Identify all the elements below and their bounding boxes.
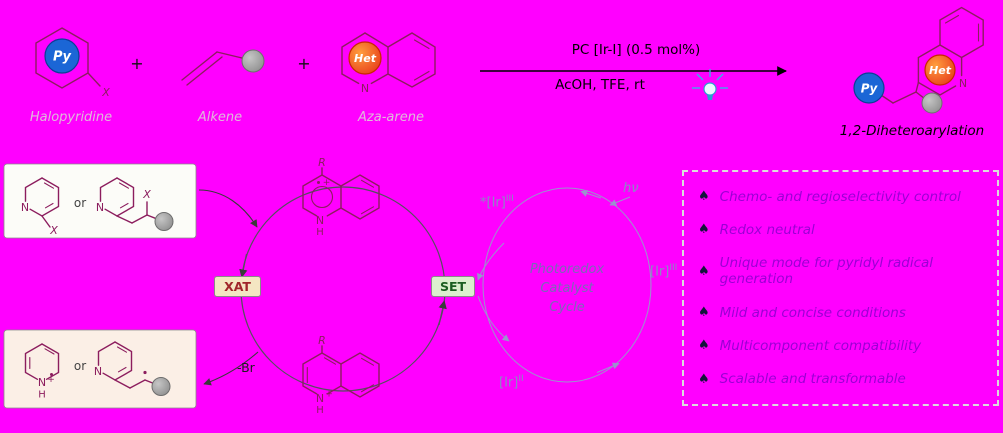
box2-n2-label: N bbox=[94, 365, 102, 378]
box1-x1-label: X bbox=[49, 224, 58, 237]
xat-badge: XAT bbox=[214, 276, 261, 297]
top-r-label: R bbox=[318, 156, 326, 169]
conditions-line2: AcOH, TFE, rt bbox=[555, 77, 645, 93]
ir-reduced-base: [Ir] bbox=[499, 375, 519, 391]
box2-n1-label: N bbox=[38, 376, 46, 389]
box1-or-label: or bbox=[74, 196, 86, 210]
bottom-r-label: R bbox=[318, 334, 326, 347]
cycle-bottom-intermediate: R N + H bbox=[302, 334, 380, 416]
spade-icon: ♠ bbox=[698, 189, 710, 205]
ir-ground-sup: III bbox=[669, 263, 678, 273]
cycle-top-intermediate: R + N H bbox=[302, 156, 380, 238]
box2-chain-radical-dot bbox=[143, 370, 147, 375]
highlight-item: ♠ Mild and concise conditions bbox=[698, 305, 983, 321]
product-caption: 1,2-Diheteroarylation bbox=[839, 123, 985, 139]
top-n-label: N bbox=[316, 214, 324, 227]
highlight-item: ♠ Chemo- and regioselectivity control bbox=[698, 189, 983, 205]
photoredox-line3: Cycle bbox=[549, 299, 585, 315]
plus-sign-1: + bbox=[130, 54, 144, 73]
bottom-h-label: H bbox=[316, 405, 324, 416]
box2-or-label: or bbox=[74, 359, 86, 373]
substituent-x-label: X bbox=[101, 86, 110, 99]
bottom-n-label: N bbox=[316, 392, 324, 405]
reactant3-caption: Aza-arene bbox=[358, 110, 424, 125]
top-h-label: H bbox=[316, 227, 324, 238]
product-het-label: Het bbox=[929, 64, 952, 77]
py-label: Py bbox=[53, 50, 72, 65]
top-plus-label: + bbox=[323, 178, 331, 188]
product-het-circle bbox=[924, 54, 956, 86]
ir-excited-sup: III bbox=[505, 194, 514, 204]
box1-n1-label: N bbox=[21, 201, 29, 214]
aza-n-label: N bbox=[361, 82, 369, 95]
ir-excited-base: *[Ir] bbox=[480, 195, 506, 211]
hv-label: hν bbox=[623, 181, 639, 196]
product-n-label: N bbox=[959, 77, 967, 90]
set-badge: SET bbox=[431, 276, 475, 297]
highlight-text: Chemo- and regioselectivity control bbox=[719, 188, 961, 205]
photoredox-line2: Catalyst bbox=[540, 280, 594, 296]
plus-sign-2: + bbox=[297, 54, 311, 73]
highlights-box: ♠ Chemo- and regioselectivity control ♠ … bbox=[682, 170, 999, 406]
box2-radical-dot bbox=[50, 373, 53, 376]
alkene-structure bbox=[181, 49, 265, 86]
spade-icon: ♠ bbox=[698, 305, 710, 321]
ir-excited-label: *[Ir]III bbox=[480, 194, 514, 210]
light-bulb-icon bbox=[692, 69, 728, 100]
highlight-text: Scalable and transformable bbox=[719, 371, 906, 388]
box2-plus-label: + bbox=[47, 375, 55, 385]
ir-reduced-sup: II bbox=[518, 374, 524, 384]
product-py-label: Py bbox=[861, 82, 879, 96]
minus-br-label: -Br bbox=[237, 360, 255, 375]
bottom-plus-label: + bbox=[325, 390, 333, 400]
highlight-item: ♠ Unique mode for pyridyl radical genera… bbox=[698, 255, 983, 287]
highlight-text: Redox neutral bbox=[719, 221, 815, 238]
conditions-line1: PC [Ir-I] (0.5 mol%) bbox=[571, 42, 701, 58]
highlight-item: ♠ Redox neutral bbox=[698, 222, 983, 238]
photoredox-cycle-graphic bbox=[476, 187, 652, 383]
box2-h-label: H bbox=[38, 390, 46, 401]
py-circle bbox=[44, 38, 80, 74]
mechanism-arrows bbox=[198, 189, 259, 386]
reactant2-caption: Alkene bbox=[197, 110, 243, 125]
photoredox-cycle-label: Photoredox Catalyst Cycle bbox=[505, 261, 629, 318]
reactant1-caption: Halopyridine bbox=[29, 110, 113, 125]
halide-substrates-box: N X or N X bbox=[3, 163, 197, 239]
highlight-text: Unique mode for pyridyl radical generati… bbox=[719, 255, 934, 288]
het-label: Het bbox=[354, 52, 377, 65]
spade-icon: ♠ bbox=[698, 371, 710, 387]
ir-reduced-label: [Ir]II bbox=[499, 374, 524, 390]
alkene-substituent-ball bbox=[241, 49, 265, 73]
ir-ground-label: [Ir]III bbox=[650, 263, 677, 279]
box1-substituent-ball bbox=[154, 212, 174, 231]
top-radical-dot bbox=[317, 181, 320, 184]
spade-icon: ♠ bbox=[698, 263, 710, 279]
spade-icon: ♠ bbox=[698, 222, 710, 238]
aza-arene-structure: N Het bbox=[341, 32, 436, 95]
product-substituent-ball bbox=[921, 92, 943, 114]
box1-n2-label: N bbox=[96, 201, 104, 214]
product-py-circle bbox=[853, 72, 885, 104]
radical-intermediates-box: N H + or N bbox=[3, 329, 197, 409]
catalytic-cycle-circle bbox=[239, 186, 447, 392]
highlight-item: ♠ Multicomponent compatibility bbox=[698, 338, 983, 354]
halopyridine-structure: X Py bbox=[35, 27, 110, 99]
box2-substituent-ball bbox=[151, 377, 171, 396]
het-circle bbox=[348, 41, 382, 75]
box1-x2-label: X bbox=[142, 188, 151, 201]
spade-icon: ♠ bbox=[698, 338, 710, 354]
ir-ground-base: [Ir] bbox=[650, 264, 670, 280]
highlight-text: Mild and concise conditions bbox=[719, 304, 906, 321]
highlight-item: ♠ Scalable and transformable bbox=[698, 371, 983, 387]
highlight-text: Multicomponent compatibility bbox=[719, 337, 922, 354]
photoredox-line1: Photoredox bbox=[529, 262, 605, 277]
product-structure: N Het Py bbox=[853, 6, 984, 114]
